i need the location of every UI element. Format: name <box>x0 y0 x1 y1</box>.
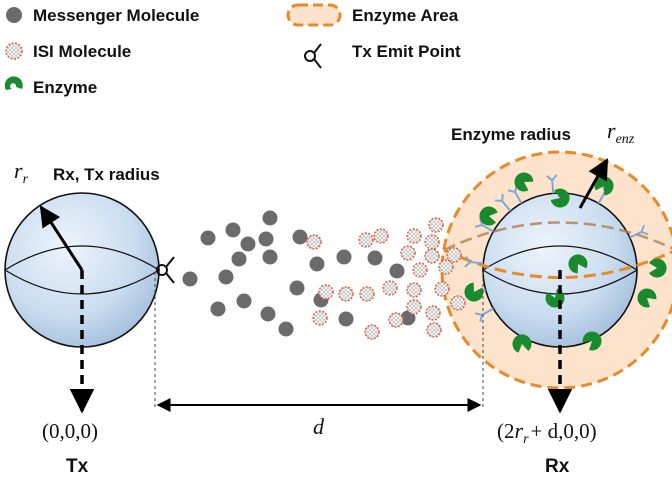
enzyme-icon <box>550 188 570 208</box>
enzyme-equator-back <box>443 221 672 252</box>
receptor-icon <box>464 256 484 268</box>
legend-emit-point-label: Tx Emit Point <box>352 42 461 61</box>
messenger-molecule <box>367 250 383 266</box>
receptor-icon <box>474 307 494 323</box>
messenger-molecule <box>218 269 234 285</box>
renz-symbol: renz <box>607 118 635 147</box>
rx-coord: (2rr+ d,0,0) <box>497 418 597 447</box>
enzyme-icon <box>637 288 657 308</box>
messenger-molecule <box>292 229 308 245</box>
isi-molecule <box>406 282 422 298</box>
isi-molecule <box>406 228 422 244</box>
enzyme-icon <box>512 334 532 353</box>
isi-molecule <box>306 234 322 250</box>
messenger-molecule <box>210 301 226 317</box>
legend-isi-icon <box>5 42 23 60</box>
legend-enzyme-area-icon <box>286 3 342 27</box>
enzyme-icon <box>649 258 667 278</box>
tx-coord: (0,0,0) <box>42 419 98 443</box>
isi-molecule <box>450 295 466 311</box>
isi-molecule <box>438 259 454 275</box>
isi-molecule <box>425 305 441 321</box>
legend-emit-point-icon <box>304 43 322 69</box>
messenger-molecule <box>262 210 278 226</box>
isi-molecule <box>382 280 398 296</box>
tx-label: Tx <box>66 456 89 477</box>
isi-molecule <box>312 310 328 326</box>
isi-molecule <box>446 247 462 263</box>
messenger-molecule <box>231 251 247 267</box>
messenger-molecule <box>309 256 325 272</box>
messenger-molecule <box>289 280 305 296</box>
enzyme-icon <box>479 206 498 226</box>
isi-molecule <box>364 324 380 340</box>
renz-radius-arrow <box>578 158 609 209</box>
messenger-molecule <box>236 293 252 309</box>
isi-molecule <box>318 284 334 300</box>
enzyme-icon <box>464 282 484 302</box>
receptor-icon <box>546 174 558 194</box>
isi-molecule <box>338 286 354 302</box>
messenger-molecule <box>182 271 198 287</box>
isi-molecule <box>412 262 428 278</box>
legend-enzyme-label: Enzyme <box>33 78 97 97</box>
messenger-molecule <box>258 231 274 247</box>
messenger-molecule <box>225 222 241 238</box>
messenger-molecule <box>240 236 256 252</box>
rr-symbol: rr <box>14 158 29 187</box>
messenger-molecule <box>400 310 416 326</box>
messenger-molecule <box>262 249 278 265</box>
receptor-icon <box>629 224 649 239</box>
isi-molecule <box>406 299 422 315</box>
enzyme-icon <box>514 172 534 192</box>
rx-label: Rx <box>545 456 570 477</box>
messenger-molecule <box>389 263 405 279</box>
molecules <box>182 210 466 340</box>
isi-molecule <box>434 281 450 297</box>
rx-tx-radius-label: Rx, Tx radius <box>53 165 160 184</box>
rr-radius-arrow <box>39 205 84 271</box>
legend: Messenger Molecule ISI Molecule Enzyme E… <box>4 3 461 97</box>
legend-enzyme-icon <box>4 76 23 90</box>
isi-molecule <box>388 312 404 328</box>
isi-molecule <box>424 234 440 250</box>
isi-molecule <box>428 217 444 233</box>
messenger-molecule <box>260 306 276 322</box>
receptor-icon <box>495 193 512 212</box>
legend-isi-label: ISI Molecule <box>33 42 131 61</box>
legend-enzyme-area-label: Enzyme Area <box>352 6 459 25</box>
isi-molecule <box>359 286 375 302</box>
messenger-molecule <box>200 230 216 246</box>
isi-molecule <box>426 322 442 338</box>
tx-emit-point-icon <box>156 256 175 284</box>
enzyme-icon <box>568 254 588 274</box>
enzyme-icon <box>582 331 602 351</box>
distance-label: d <box>313 414 325 439</box>
isi-molecule <box>424 248 440 264</box>
messenger-molecule <box>278 321 294 337</box>
messenger-molecule <box>338 311 354 327</box>
legend-messenger-icon <box>6 7 22 23</box>
messenger-molecule <box>336 249 352 265</box>
isi-molecule <box>358 232 374 248</box>
legend-messenger-label: Messenger Molecule <box>33 6 199 25</box>
isi-molecule <box>373 228 389 244</box>
enzyme-radius-label: Enzyme radius <box>451 125 571 144</box>
isi-molecule <box>400 245 416 261</box>
enzyme-equator-front <box>443 248 672 279</box>
